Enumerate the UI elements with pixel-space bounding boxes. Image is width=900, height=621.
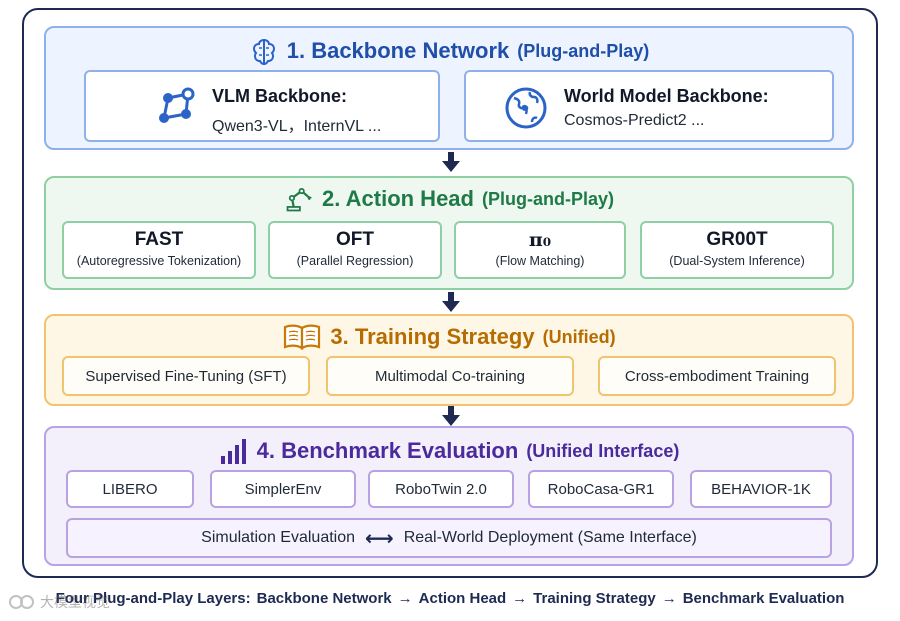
- card-detail: (Parallel Regression): [296, 254, 414, 268]
- benchmark-card-behavior: BEHAVIOR-1K: [690, 470, 832, 508]
- right-arrow-icon: →: [512, 590, 528, 607]
- footer-item: Benchmark Evaluation: [682, 590, 845, 607]
- bar-chart-icon: [219, 436, 249, 466]
- layer-title: 2. Action Head (Plug-and-Play): [46, 184, 852, 214]
- benchmark-card-robocasa: RoboCasa-GR1: [528, 470, 674, 508]
- action-head-card-gr00t: GR00T (Dual-System Inference): [640, 221, 834, 279]
- layer-subtitle: (Plug-and-Play): [517, 40, 650, 61]
- layer-title-text: 4. Benchmark Evaluation: [256, 438, 519, 463]
- training-card-cotraining: Multimodal Co-training: [326, 356, 574, 396]
- double-arrow-icon: ⟷: [365, 527, 394, 550]
- layer-title-text: 3. Training Strategy: [330, 324, 535, 349]
- action-head-card-fast: FAST (Autoregressive Tokenization): [62, 221, 256, 279]
- watermark-logo-icon: [9, 595, 34, 609]
- card-detail: (Autoregressive Tokenization): [76, 254, 242, 268]
- layer-backbone-network: 1. Backbone Network (Plug-and-Play) VLM …: [44, 26, 854, 150]
- footer-item: Training Strategy: [533, 590, 656, 607]
- watermark-text: 大模型视觉: [40, 594, 110, 610]
- graph-nodes-icon: [159, 87, 195, 123]
- real-world-label: Real-World Deployment (Same Interface): [403, 529, 697, 546]
- vlm-backbone-card: VLM Backbone: Qwen3-VL，InternVL ...: [84, 70, 440, 142]
- footer-lead: Four Plug-and-Play Layers:: [55, 590, 251, 607]
- training-card-cross-embodiment: Cross-embodiment Training: [598, 356, 836, 396]
- card-detail: (Flow Matching): [495, 254, 585, 268]
- benchmark-card-libero: LIBERO: [66, 470, 194, 508]
- card-title: FAST: [134, 229, 184, 250]
- card-title: OFT: [336, 229, 374, 250]
- action-head-card-pi0: π₀ (Flow Matching): [454, 221, 626, 279]
- layer-title: 3. Training Strategy (Unified): [46, 322, 852, 352]
- layer-title: 1. Backbone Network (Plug-and-Play): [46, 36, 852, 66]
- card-detail: Qwen3-VL，InternVL ...: [212, 118, 382, 135]
- training-card-sft: Supervised Fine-Tuning (SFT): [62, 356, 310, 396]
- down-arrow-icon: [442, 292, 460, 312]
- right-arrow-icon: →: [661, 590, 677, 607]
- card-detail: Cosmos-Predict2 ...: [564, 112, 705, 129]
- down-arrow-icon: [442, 406, 460, 426]
- layer-benchmark-evaluation: 4. Benchmark Evaluation (Unified Interfa…: [44, 426, 854, 566]
- footer-caption: Four Plug-and-Play Layers: Backbone Netw…: [0, 590, 900, 607]
- layer-title-text: 2. Action Head: [321, 186, 474, 211]
- layer-title: 4. Benchmark Evaluation (Unified Interfa…: [46, 436, 852, 466]
- benchmark-card-simplerenv: SimplerEnv: [210, 470, 356, 508]
- globe-icon: [505, 87, 547, 129]
- world-model-backbone-card: World Model Backbone: Cosmos-Predict2 ..…: [464, 70, 834, 142]
- right-arrow-icon: →: [397, 590, 413, 607]
- sim-to-real-bar: Simulation Evaluation ⟷ Real-World Deplo…: [66, 518, 832, 558]
- robot-arm-icon: [284, 184, 314, 214]
- brain-icon: [249, 36, 279, 66]
- card-title: GR00T: [706, 229, 768, 250]
- card-detail: (Dual-System Inference): [669, 254, 805, 268]
- layer-subtitle: (Unified Interface): [526, 440, 680, 461]
- down-arrow-icon: [442, 152, 460, 172]
- layer-subtitle: (Unified): [542, 326, 616, 347]
- card-title: World Model Backbone:: [564, 86, 769, 106]
- footer-item: Action Head: [418, 590, 507, 607]
- card-title: π₀: [528, 229, 552, 251]
- footer-item: Backbone Network: [256, 590, 392, 607]
- benchmark-card-robotwin: RoboTwin 2.0: [368, 470, 514, 508]
- book-icon: [282, 322, 322, 352]
- card-title: VLM Backbone:: [212, 86, 348, 106]
- action-head-card-oft: OFT (Parallel Regression): [268, 221, 442, 279]
- layer-title-text: 1. Backbone Network: [286, 38, 510, 63]
- sim-eval-label: Simulation Evaluation: [201, 529, 356, 546]
- layer-subtitle: (Plug-and-Play): [481, 188, 614, 209]
- layer-action-head: 2. Action Head (Plug-and-Play) FAST (Aut…: [44, 176, 854, 290]
- layer-training-strategy: 3. Training Strategy (Unified) Supervise…: [44, 314, 854, 406]
- watermark: 大模型视觉: [8, 592, 110, 612]
